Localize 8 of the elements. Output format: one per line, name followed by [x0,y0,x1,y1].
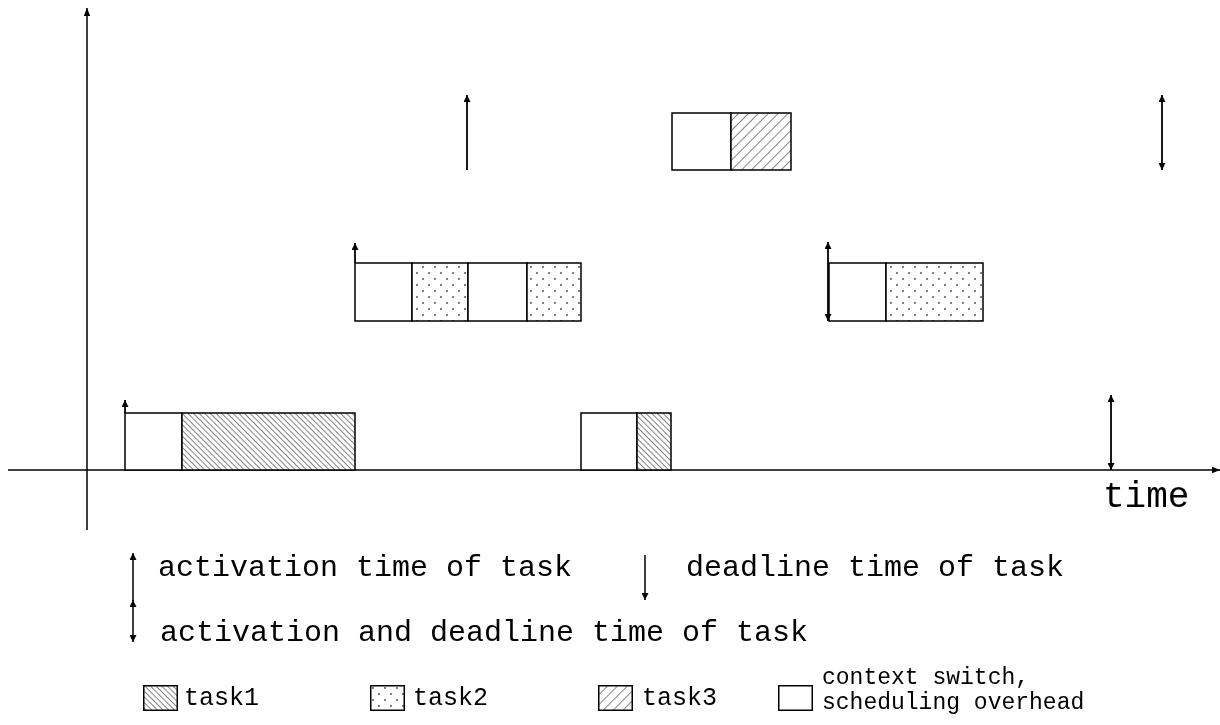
legend-label: context switch, scheduling overhead [822,666,1086,717]
axis-label: time [1103,480,1190,516]
legend-label: task3 [642,685,718,713]
legend-label: activation and deadline time of task [160,617,810,650]
legend-label: task1 [184,685,260,713]
legend-label: deadline time of task [686,552,1066,585]
legend-label: activation time of task [158,552,574,585]
legend-label: task2 [413,685,489,713]
